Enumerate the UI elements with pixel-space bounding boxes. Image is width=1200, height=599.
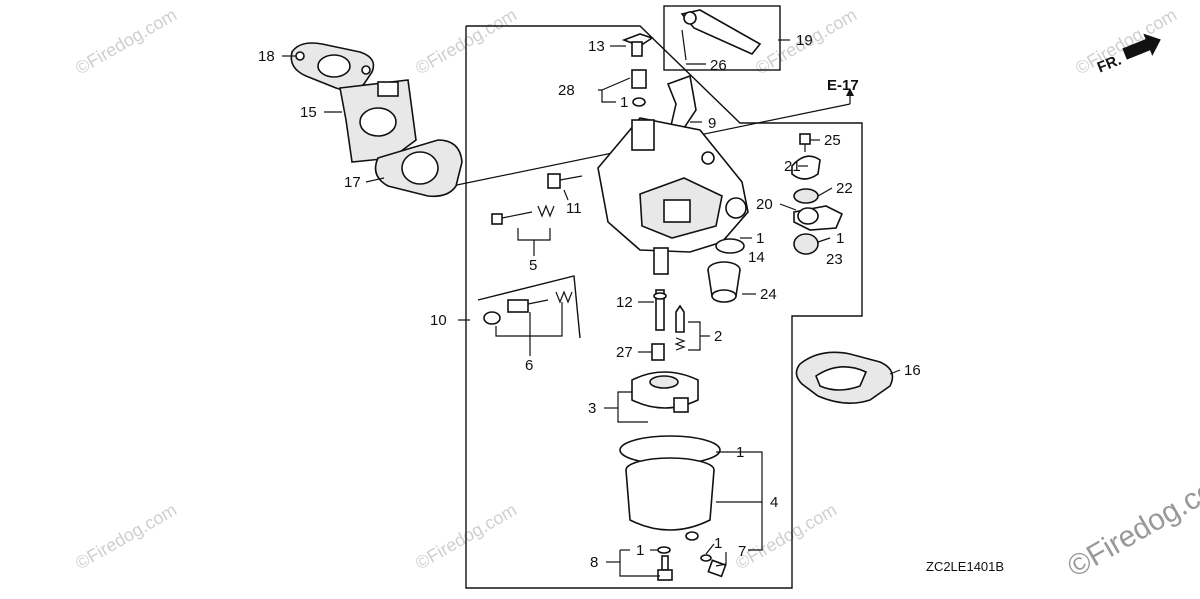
callout-20: 20	[756, 196, 773, 213]
part-17-gasket	[374, 139, 463, 198]
part-8-bolt	[657, 546, 673, 581]
callout-12: 12	[616, 294, 633, 311]
callout-3: 3	[588, 400, 596, 417]
part-15-insulator	[339, 79, 417, 163]
callout-8: 8	[590, 554, 598, 571]
callout-1: 1	[836, 230, 844, 247]
part-14-o-ring	[715, 238, 745, 254]
callout-5: 5	[529, 257, 537, 274]
frame-inset-19	[663, 5, 781, 71]
leader-lines	[282, 39, 901, 577]
part-2-needle	[674, 304, 686, 351]
callout-7: 7	[738, 543, 746, 560]
part-7-bolt	[700, 554, 727, 578]
callout-16: 16	[904, 362, 921, 379]
callout-11: 11	[566, 200, 582, 217]
watermark: ©Firedog.com	[72, 499, 180, 573]
callout-1: 1	[756, 230, 764, 247]
part-carburetor-body	[597, 117, 749, 275]
callout-25: 25	[824, 132, 841, 149]
part-5-screw	[491, 204, 555, 225]
callout-15: 15	[300, 104, 317, 121]
callout-23: 23	[826, 251, 843, 268]
callout-1: 1	[736, 444, 744, 461]
watermark: ©Firedog.com	[732, 499, 840, 573]
callout-2: 2	[714, 328, 722, 345]
part-13	[621, 33, 654, 57]
reference-label: E-17	[827, 77, 859, 94]
frame-subassembly-10	[477, 275, 581, 339]
diagram-code: ZC2LE1401B	[926, 559, 1004, 574]
callout-1: 1	[636, 542, 644, 559]
callout-18: 18	[258, 48, 275, 65]
callout-27: 27	[616, 344, 633, 361]
callout-labels: 18 15 17 13 19 26 28 1 9 11 5 10 6 1 14 …	[258, 32, 921, 571]
corner-watermark: ©Firedog.com	[1062, 461, 1200, 584]
frame-outline	[465, 25, 863, 589]
callout-19: 19	[796, 32, 813, 49]
callout-26: 26	[710, 57, 727, 74]
callout-17: 17	[344, 174, 361, 191]
part-18-gasket	[290, 42, 375, 92]
part-25-21-22-20-23	[791, 133, 844, 255]
arrow-up-icon	[846, 88, 854, 96]
arrow-right-icon	[1122, 33, 1161, 60]
callout-24: 24	[760, 286, 777, 303]
part-3-float	[631, 371, 699, 413]
callout-1: 1	[620, 94, 628, 111]
watermark: ©Firedog.com	[72, 4, 180, 78]
part-11-screw	[547, 173, 583, 189]
callout-28: 28	[558, 82, 575, 99]
part-27-jet	[651, 343, 665, 361]
callout-22: 22	[836, 180, 853, 197]
callout-9: 9	[708, 115, 716, 132]
callout-4: 4	[770, 494, 778, 511]
part-6-screw-set	[483, 290, 573, 325]
callout-6: 6	[525, 357, 533, 374]
part-19-26-lever	[680, 9, 762, 61]
callout-13: 13	[588, 38, 605, 55]
callout-1: 1	[714, 535, 722, 552]
callout-21: 21	[784, 158, 801, 175]
part-4-float-chamber	[619, 435, 721, 541]
part-28	[631, 69, 647, 107]
part-16-gasket	[795, 351, 894, 404]
assembly-frame	[465, 5, 863, 589]
callout-14: 14	[748, 249, 765, 266]
callout-10: 10	[430, 312, 447, 329]
part-24	[707, 261, 741, 303]
part-12	[653, 289, 667, 331]
watermark: ©Firedog.com	[1072, 4, 1180, 78]
